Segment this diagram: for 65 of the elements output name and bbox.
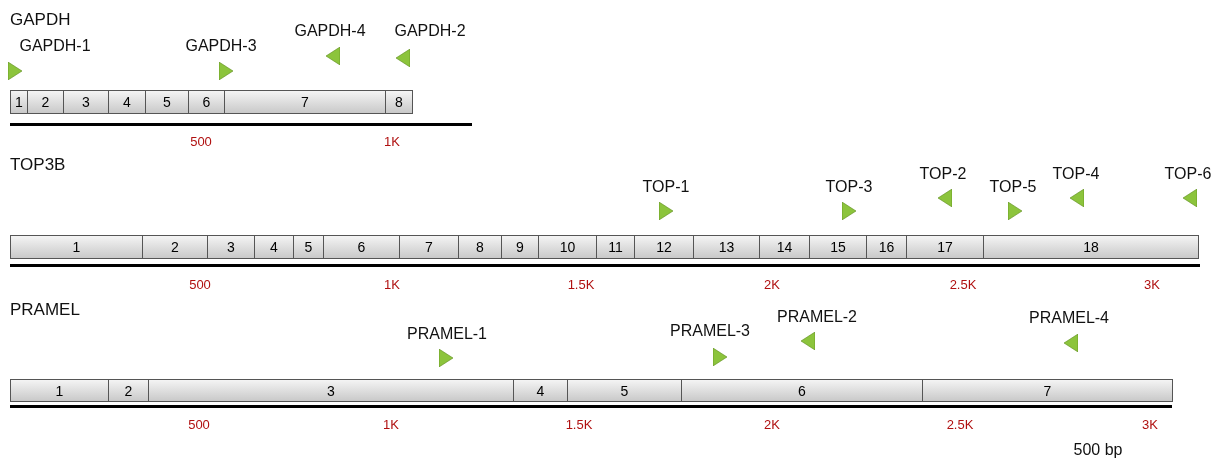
primer-label: GAPDH-4 (294, 22, 366, 40)
exon-box: 15 (809, 235, 867, 259)
exon-box: 3 (148, 379, 514, 402)
exon-box: 8 (385, 90, 413, 114)
exon-box: 11 (596, 235, 635, 259)
primer-label: GAPDH-2 (394, 22, 466, 40)
exon-box: 4 (254, 235, 294, 259)
exon-box: 6 (681, 379, 923, 402)
exon-box: 2 (27, 90, 64, 114)
exon-box: 7 (399, 235, 459, 259)
exon-box: 8 (458, 235, 502, 259)
exon-box: 5 (567, 379, 682, 402)
axis-tick-label: 1K (384, 134, 400, 149)
primer-label: TOP-1 (642, 178, 690, 196)
primer-label: PRAMEL-4 (1029, 309, 1109, 327)
axis-tick-label: 500 (190, 134, 212, 149)
axis-tick-label: 1K (383, 417, 399, 432)
gene-name: PRAMEL (10, 300, 80, 320)
exon-box: 3 (63, 90, 109, 114)
axis-tick-label: 2.5K (949, 277, 977, 292)
axis-tick-label: 3K (1144, 277, 1160, 292)
exon-box: 13 (693, 235, 760, 259)
primer-label: PRAMEL-1 (407, 325, 487, 343)
axis-tick-label: 1.5K (567, 277, 595, 292)
exon-box: 12 (634, 235, 694, 259)
exon-box: 6 (323, 235, 400, 259)
exon-box: 14 (759, 235, 810, 259)
exon-box: 2 (108, 379, 149, 402)
axis-tick-label: 500 (189, 277, 211, 292)
axis-tick-label: 1K (384, 277, 400, 292)
exon-box: 5 (293, 235, 324, 259)
exon-box: 18 (983, 235, 1199, 259)
exon-box: 4 (108, 90, 146, 114)
axis-tick-label: 2.5K (946, 417, 974, 432)
exon-box: 4 (513, 379, 568, 402)
exon-box: 2 (142, 235, 208, 259)
axis-tick-label: 2K (764, 417, 780, 432)
exon-box: 6 (188, 90, 225, 114)
exon-box: 7 (922, 379, 1173, 402)
primer-label: GAPDH-1 (19, 37, 91, 55)
exon-box: 3 (207, 235, 255, 259)
primer-label: PRAMEL-3 (670, 322, 750, 340)
primer-label: TOP-4 (1052, 165, 1100, 183)
primer-label: TOP-3 (825, 178, 873, 196)
gene-name: TOP3B (10, 155, 66, 175)
primer-label: TOP-5 (989, 178, 1037, 196)
exon-box: 16 (866, 235, 907, 259)
exon-box: 1 (10, 379, 109, 402)
primer-label: PRAMEL-2 (777, 308, 857, 326)
gene-name: GAPDH (10, 10, 71, 30)
axis-tick-label: 3K (1142, 417, 1158, 432)
exon-box: 9 (501, 235, 539, 259)
exon-box: 10 (538, 235, 597, 259)
exon-box: 5 (145, 90, 189, 114)
primer-label: TOP-2 (919, 165, 967, 183)
primer-label: TOP-6 (1164, 165, 1212, 183)
scale-label: 500 bp (1073, 441, 1123, 459)
axis-tick-label: 500 (188, 417, 210, 432)
exon-box: 7 (224, 90, 386, 114)
exon-box: 1 (10, 235, 143, 259)
primer-label: GAPDH-3 (185, 37, 257, 55)
exon-box: 1 (10, 90, 28, 114)
axis-tick-label: 2K (764, 277, 780, 292)
axis-tick-label: 1.5K (565, 417, 593, 432)
exon-box: 17 (906, 235, 984, 259)
